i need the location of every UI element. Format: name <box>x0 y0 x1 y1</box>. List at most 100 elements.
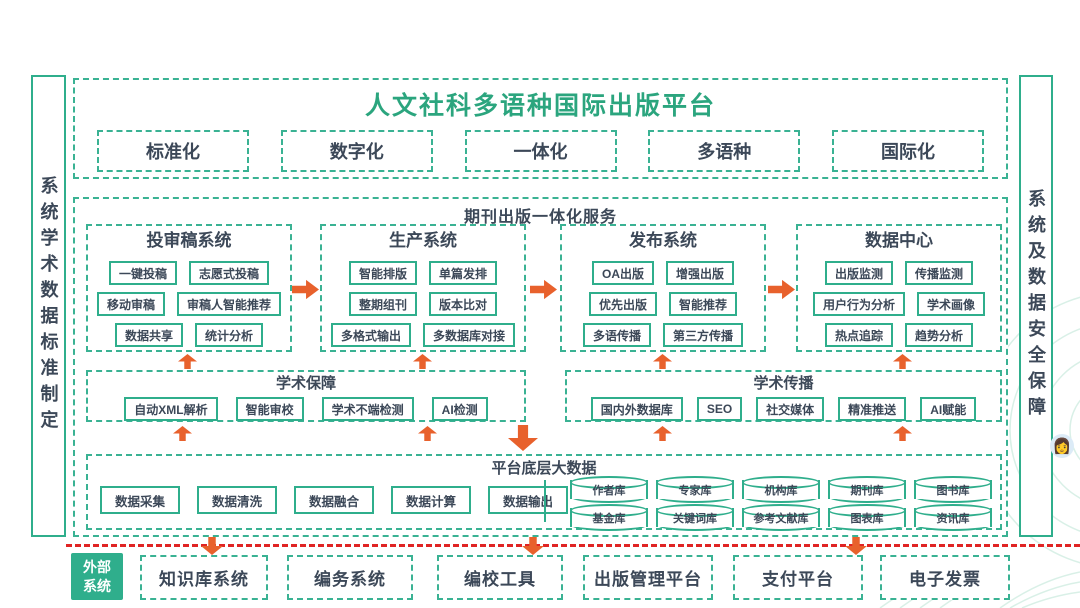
item-box: 多语传播 <box>582 323 651 347</box>
item-box: 版本比对 <box>429 292 498 316</box>
external-editorial-system: 编务系统 <box>287 555 413 600</box>
arrow-right-icon <box>292 279 319 300</box>
arrow-up-icon <box>173 426 192 441</box>
item-box: 单篇发排 <box>429 261 498 285</box>
subsystem-submission: 投审稿系统 一键投稿志愿式投稿 移动审稿审稿人智能推荐 数据共享统计分析 <box>86 224 292 352</box>
arrow-up-icon <box>653 354 672 369</box>
database-cylinder: 关键词库 <box>656 504 734 531</box>
database-cylinder: 基金库 <box>570 504 648 531</box>
item-box: 整期组刊 <box>348 292 417 316</box>
subsystem-production: 生产系统 智能排版单篇发排 整期组刊版本比对 多格式输出多数据库对接 <box>320 224 526 352</box>
item-box: AI赋能 <box>920 397 977 421</box>
database-cylinder: 专家库 <box>656 476 734 503</box>
arrow-up-icon <box>893 426 912 441</box>
process-box: 数据计算 <box>391 486 471 514</box>
external-payment-platform: 支付平台 <box>733 555 863 600</box>
item-box: 传播监测 <box>905 261 974 285</box>
arrow-down-icon <box>508 425 538 451</box>
subsystem-datacenter: 数据中心 出版监测传播监测 用户行为分析学术画像 热点追踪趋势分析 <box>796 224 1002 352</box>
item-box: 第三方传播 <box>663 323 744 347</box>
arrow-right-icon <box>768 279 795 300</box>
item-box: 用户行为分析 <box>812 292 905 316</box>
arrow-up-icon <box>178 354 197 369</box>
sidebar-left-data-standard: 系统学术数据标准制定 <box>31 75 66 537</box>
item-box: 热点追踪 <box>824 323 893 347</box>
layer-academic-dissemination: 学术传播 国内外数据库 SEO 社交媒体 精准推送 AI赋能 <box>565 370 1002 422</box>
item-box: SEO <box>696 397 743 421</box>
subsystem-title: 生产系统 <box>389 231 457 250</box>
layer-title: 平台底层大数据 <box>491 460 597 477</box>
external-proofreading-tool: 编校工具 <box>437 555 563 600</box>
platform-header-panel: 人文社科多语种国际出版平台 标准化 数字化 一体化 多语种 国际化 <box>73 78 1008 179</box>
database-grid: 作者库 专家库 机构库 期刊库 图书库 基金库 关键词库 参考文献库 图表库 资… <box>570 476 992 531</box>
item-box: 移动审稿 <box>96 292 165 316</box>
external-systems-label: 外部系统 <box>71 553 123 600</box>
item-box: 出版监测 <box>824 261 893 285</box>
process-box: 数据输出 <box>488 486 568 514</box>
item-box: 学术不端检测 <box>321 397 414 421</box>
database-cylinder: 参考文献库 <box>742 504 820 531</box>
arrow-right-icon <box>530 279 557 300</box>
process-box: 数据清洗 <box>197 486 277 514</box>
external-e-invoice: 电子发票 <box>880 555 1010 600</box>
feature-row: 标准化 数字化 一体化 多语种 国际化 <box>75 122 1006 172</box>
item-box: 自动XML解析 <box>124 397 218 421</box>
process-box: 数据采集 <box>100 486 180 514</box>
item-box: 多格式输出 <box>330 323 411 347</box>
item-box: 统计分析 <box>195 323 264 347</box>
database-cylinder: 图书库 <box>914 476 992 503</box>
item-box: 一键投稿 <box>108 261 177 285</box>
feature-digitization: 数字化 <box>280 130 433 172</box>
arrow-down-icon <box>201 537 223 555</box>
item-box: 趋势分析 <box>905 323 974 347</box>
feature-standardization: 标准化 <box>97 130 249 172</box>
external-publishing-management-platform: 出版管理平台 <box>583 555 713 600</box>
arrow-down-icon <box>522 537 544 555</box>
arrow-down-icon <box>845 537 867 555</box>
service-panel: 期刊出版一体化服务 投审稿系统 一键投稿志愿式投稿 移动审稿审稿人智能推荐 数据… <box>73 197 1008 537</box>
arrow-up-icon <box>413 354 432 369</box>
database-cylinder: 期刊库 <box>828 476 906 503</box>
item-box: 精准推送 <box>838 397 907 421</box>
feature-internationalization: 国际化 <box>832 130 984 172</box>
layer-academic-assurance: 学术保障 自动XML解析 智能审校 学术不端检测 AI检测 <box>86 370 526 422</box>
item-box: 智能排版 <box>348 261 417 285</box>
sidebar-right-security: 系统及数据安全保障 <box>1019 75 1053 537</box>
item-box: AI检测 <box>431 397 488 421</box>
vertical-divider <box>544 480 546 522</box>
external-knowledge-base-system: 知识库系统 <box>140 555 268 600</box>
database-cylinder: 资讯库 <box>914 504 992 531</box>
item-box: 志愿式投稿 <box>189 261 270 285</box>
item-box: 多数据库对接 <box>423 323 516 347</box>
database-cylinder: 图表库 <box>828 504 906 531</box>
item-box: OA出版 <box>591 261 654 285</box>
feature-integration: 一体化 <box>464 130 617 172</box>
item-box: 智能推荐 <box>669 292 738 316</box>
item-box: 学术画像 <box>917 292 986 316</box>
external-boundary-line <box>66 544 1080 547</box>
sidebar-left-label: 系统学术数据标准制定 <box>38 176 59 436</box>
subsystem-title: 发布系统 <box>629 231 697 250</box>
platform-title: 人文社科多语种国际出版平台 <box>364 92 716 120</box>
process-box: 数据融合 <box>294 486 374 514</box>
service-panel-title: 期刊出版一体化服务 <box>463 209 617 226</box>
item-box: 智能审校 <box>235 397 304 421</box>
layer-title: 学术保障 <box>275 375 336 392</box>
subsystem-title: 投审稿系统 <box>146 231 232 250</box>
database-cylinder: 作者库 <box>570 476 648 503</box>
feature-multilingual: 多语种 <box>648 130 801 172</box>
layer-bigdata: 平台底层大数据 数据采集 数据清洗 数据融合 数据计算 数据输出 作者库 专家库… <box>86 454 1002 531</box>
item-box: 国内外数据库 <box>590 397 683 421</box>
subsystem-publishing: 发布系统 OA出版增强出版 优先出版智能推荐 多语传播第三方传播 <box>560 224 766 352</box>
item-box: 优先出版 <box>588 292 657 316</box>
item-box: 社交媒体 <box>756 397 825 421</box>
subsystem-title: 数据中心 <box>865 231 933 250</box>
bigdata-process-row: 数据采集 数据清洗 数据融合 数据计算 数据输出 <box>100 486 568 514</box>
assistant-avatar: 👩 <box>1050 434 1074 458</box>
arrow-up-icon <box>653 426 672 441</box>
item-box: 审稿人智能推荐 <box>177 292 282 316</box>
item-box: 增强出版 <box>666 261 735 285</box>
database-cylinder: 机构库 <box>742 476 820 503</box>
layer-title: 学术传播 <box>753 375 814 392</box>
